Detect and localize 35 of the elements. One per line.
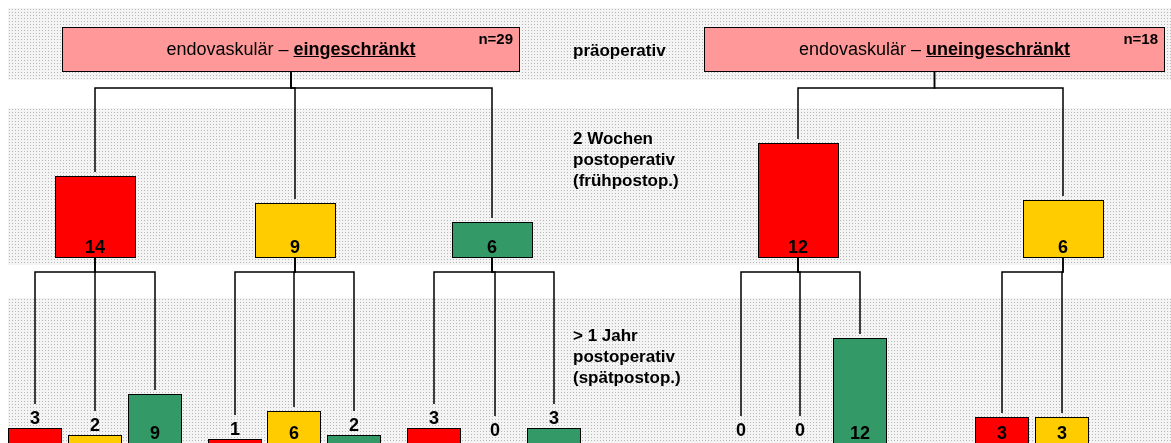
count-value: 3 <box>429 408 439 428</box>
count-value: 12 <box>788 237 808 257</box>
count-value: 0 <box>736 420 746 440</box>
group-title: endovaskulär – eingeschränkt <box>166 39 416 60</box>
count-value: 1 <box>230 419 240 439</box>
group-title: endovaskulär – uneingeschränkt <box>798 39 1071 60</box>
count-value: 0 <box>795 420 805 440</box>
phase-label: > 1 Jahr postoperativ (spätpostop.) <box>573 325 682 388</box>
count-value: 3 <box>997 423 1007 443</box>
group-box <box>704 27 1165 72</box>
count-value: 6 <box>487 237 497 257</box>
count-value: 2 <box>349 415 359 435</box>
sample-size: n=29 <box>478 30 513 47</box>
connector-line <box>290 71 493 219</box>
count-value: 0 <box>490 420 500 440</box>
count-value: 6 <box>289 423 299 443</box>
count-value: 3 <box>30 408 40 428</box>
phase-label: präoperativ <box>573 40 667 61</box>
count-value: 14 <box>85 237 105 257</box>
group-box <box>62 27 520 72</box>
connector-line <box>491 257 555 405</box>
connector-line <box>933 71 1064 197</box>
sample-size: n=18 <box>1123 30 1158 47</box>
connector-line <box>1061 257 1064 414</box>
connector-line <box>797 257 861 335</box>
phase-label: 2 Wochen postoperativ (frühpostop.) <box>573 128 680 191</box>
connector-line <box>94 257 156 391</box>
count-value: 6 <box>1058 237 1068 257</box>
count-value: 3 <box>1057 423 1067 443</box>
count-value: 9 <box>150 423 160 443</box>
count-value: 2 <box>90 415 100 435</box>
count-value: 12 <box>850 423 870 443</box>
connector-line <box>294 257 355 412</box>
count-value: 3 <box>549 408 559 428</box>
count-value: 9 <box>290 237 300 257</box>
